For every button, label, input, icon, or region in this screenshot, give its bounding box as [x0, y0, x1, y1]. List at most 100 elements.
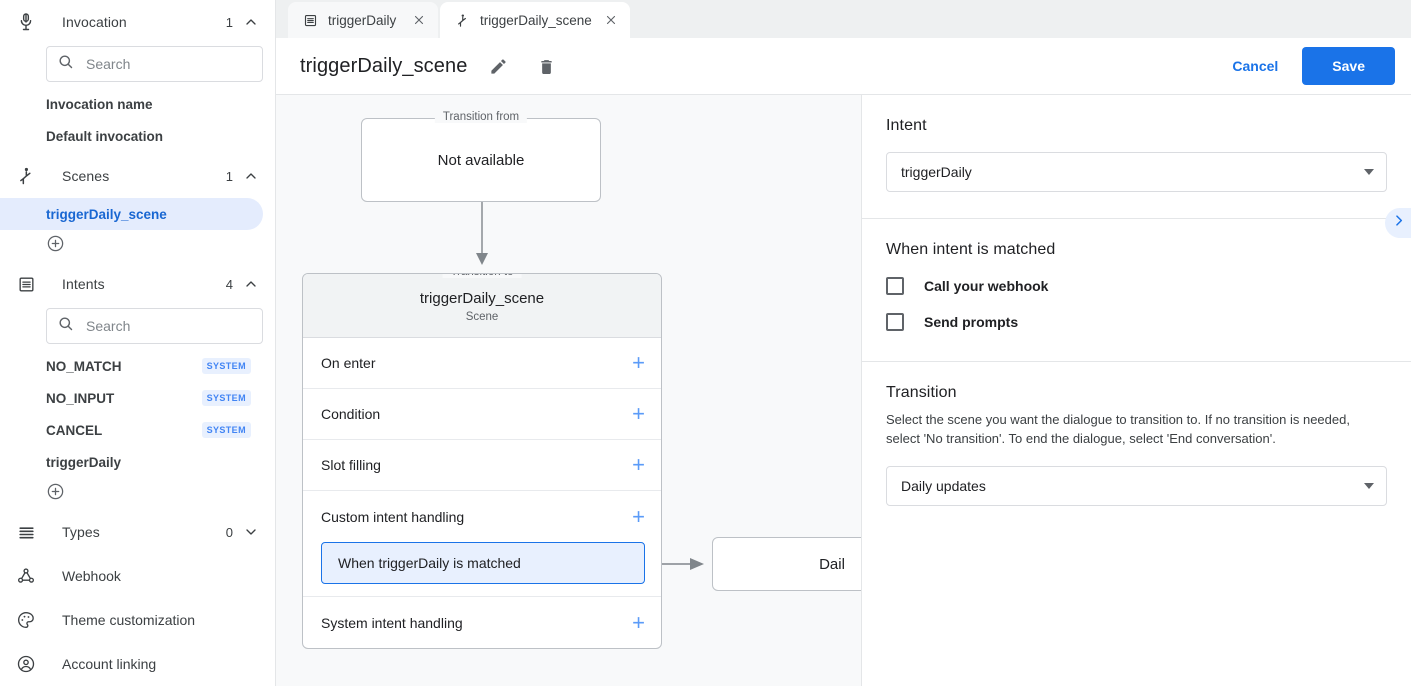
- intent-handler-triggerdaily[interactable]: When triggerDaily is matched: [321, 542, 645, 584]
- tab-triggerdaily-scene[interactable]: triggerDaily_scene: [440, 2, 630, 38]
- sidebar-item-label: Account linking: [62, 656, 157, 672]
- transition-target-node[interactable]: Tr Dail: [712, 537, 861, 591]
- invocation-search-box[interactable]: [46, 46, 269, 82]
- add-scene-button[interactable]: [0, 230, 275, 262]
- sidebar-item-label: NO_MATCH: [46, 358, 122, 374]
- intent-section-title: Intent: [886, 117, 927, 134]
- sidebar-item-invocation-name[interactable]: Invocation name: [0, 88, 263, 120]
- sidebar-item-label: Invocation name: [46, 96, 153, 112]
- sidebar-section-scenes[interactable]: Scenes 1: [0, 154, 275, 198]
- sidebar-section-intents[interactable]: Intents 4: [0, 262, 275, 306]
- scene-row-label: Slot filling: [321, 457, 381, 473]
- transition-select[interactable]: Daily updates: [886, 465, 1387, 506]
- transition-section-title: Transition: [886, 384, 957, 401]
- sidebar-section-invocation[interactable]: Invocation 1: [0, 0, 275, 44]
- when-intent-matched-title: When intent is matched: [886, 241, 1056, 258]
- add-on-enter-button[interactable]: +: [632, 350, 645, 375]
- scene-card-header: triggerDaily_scene Scene: [303, 274, 661, 338]
- sidebar-section-label: Intents: [62, 276, 105, 292]
- send-prompts-checkbox[interactable]: [886, 313, 904, 331]
- sidebar-section-count: 1: [225, 14, 233, 30]
- sidebar-item-default-invocation[interactable]: Default invocation: [0, 120, 263, 152]
- sidebar-item-triggerdaily-scene[interactable]: triggerDaily_scene: [0, 198, 263, 230]
- sidebar-item-label: Webhook: [62, 568, 121, 584]
- add-intent-button[interactable]: [0, 478, 275, 510]
- scene-row-slot-filling[interactable]: Slot filling +: [303, 440, 661, 491]
- sidebar-item-label: triggerDaily_scene: [46, 206, 167, 222]
- scene-icon: [454, 12, 470, 28]
- save-button[interactable]: Save: [1302, 47, 1395, 85]
- pencil-icon[interactable]: [481, 49, 515, 83]
- add-condition-button[interactable]: +: [632, 401, 645, 426]
- sidebar-item-account-linking[interactable]: Account linking: [0, 642, 275, 686]
- sidebar-item-label: CANCEL: [46, 422, 103, 438]
- sidebar-item-cancel[interactable]: CANCEL SYSTEM: [0, 414, 263, 446]
- intents-search-input[interactable]: [84, 317, 269, 335]
- sidebar-item-triggerdaily[interactable]: triggerDaily: [0, 446, 263, 478]
- search-icon: [57, 315, 74, 337]
- status-badge: SYSTEM: [201, 390, 251, 406]
- scene-card: Transition to triggerDaily_scene Scene O…: [302, 273, 662, 649]
- panel-expand-button[interactable]: [1385, 208, 1411, 238]
- intent-select-value: triggerDaily: [901, 164, 972, 180]
- call-your-webhook-checkbox[interactable]: [886, 277, 904, 295]
- add-slot-filling-button[interactable]: +: [632, 452, 645, 477]
- sidebar-item-no-match[interactable]: NO_MATCH SYSTEM: [0, 350, 263, 382]
- sidebar-section-count: 4: [225, 276, 233, 292]
- chevron-down-icon: [1364, 169, 1374, 175]
- close-icon[interactable]: [410, 11, 428, 29]
- chevron-right-icon: [1391, 213, 1406, 233]
- webhook-icon: [14, 564, 38, 588]
- transition-from-node[interactable]: Transition from Not available: [361, 111, 601, 202]
- send-prompts-row[interactable]: Send prompts: [886, 313, 1387, 331]
- chevron-up-icon: [243, 168, 259, 184]
- microphone-icon: [14, 10, 38, 34]
- scene-flow-canvas[interactable]: Transition from Not available Transition…: [276, 95, 862, 686]
- sidebar-item-label: Theme customization: [62, 612, 196, 628]
- transition-section: Transition Select the scene you want the…: [862, 362, 1411, 532]
- tab-label: triggerDaily: [328, 12, 397, 28]
- scene-row-system-intent-handling[interactable]: System intent handling +: [303, 597, 661, 648]
- sidebar-item-theme-customization[interactable]: Theme customization: [0, 598, 275, 642]
- scene-row-label: System intent handling: [321, 614, 463, 631]
- intents-search-box[interactable]: [46, 308, 269, 344]
- call-your-webhook-row[interactable]: Call your webhook: [886, 277, 1387, 295]
- tab-triggerdaily[interactable]: triggerDaily: [288, 2, 438, 38]
- sidebar-section-count: 1: [225, 168, 233, 184]
- intent-section: Intent triggerDaily: [862, 95, 1411, 219]
- scene-row-custom-intent-handling[interactable]: Custom intent handling +: [303, 491, 661, 542]
- scene-row-on-enter[interactable]: On enter +: [303, 338, 661, 389]
- sidebar-item-no-input[interactable]: NO_INPUT SYSTEM: [0, 382, 263, 414]
- chevron-up-icon: [243, 276, 259, 292]
- add-system-intent-handling-button[interactable]: +: [632, 609, 645, 635]
- call-your-webhook-label: Call your webhook: [924, 278, 1049, 294]
- add-custom-intent-handling-button[interactable]: +: [632, 503, 645, 529]
- scene-row-condition[interactable]: Condition +: [303, 389, 661, 440]
- status-badge: SYSTEM: [201, 422, 251, 438]
- scene-row-label: Condition: [321, 406, 381, 422]
- chevron-down-icon: [243, 524, 259, 540]
- intent-handler-label: When triggerDaily is matched: [338, 555, 521, 571]
- close-icon[interactable]: [602, 11, 620, 29]
- status-badge: SYSTEM: [201, 358, 251, 374]
- chevron-down-icon: [1364, 482, 1374, 489]
- transition-from-legend: Transition from: [434, 111, 528, 123]
- sidebar-item-label: triggerDaily: [46, 454, 122, 470]
- intents-icon: [302, 12, 318, 28]
- sidebar-item-webhook[interactable]: Webhook: [0, 554, 275, 598]
- intent-select[interactable]: triggerDaily: [886, 152, 1387, 192]
- invocation-search-input[interactable]: [84, 55, 269, 73]
- sidebar-item-label: Default invocation: [46, 128, 164, 144]
- transition-section-description: Select the scene you want the dialogue t…: [886, 412, 1350, 446]
- transition-from-text: Not available: [437, 151, 525, 169]
- cancel-button[interactable]: Cancel: [1216, 49, 1294, 83]
- send-prompts-label: Send prompts: [924, 314, 1019, 330]
- trash-icon[interactable]: [529, 49, 563, 83]
- sidebar-section-types[interactable]: Types 0: [0, 510, 275, 554]
- types-icon: [14, 520, 38, 544]
- transition-to-legend: Transition to: [442, 274, 522, 278]
- transition-select-value: Daily updates: [901, 477, 986, 494]
- palette-icon: [14, 608, 38, 632]
- sidebar-section-count: 0: [225, 524, 233, 540]
